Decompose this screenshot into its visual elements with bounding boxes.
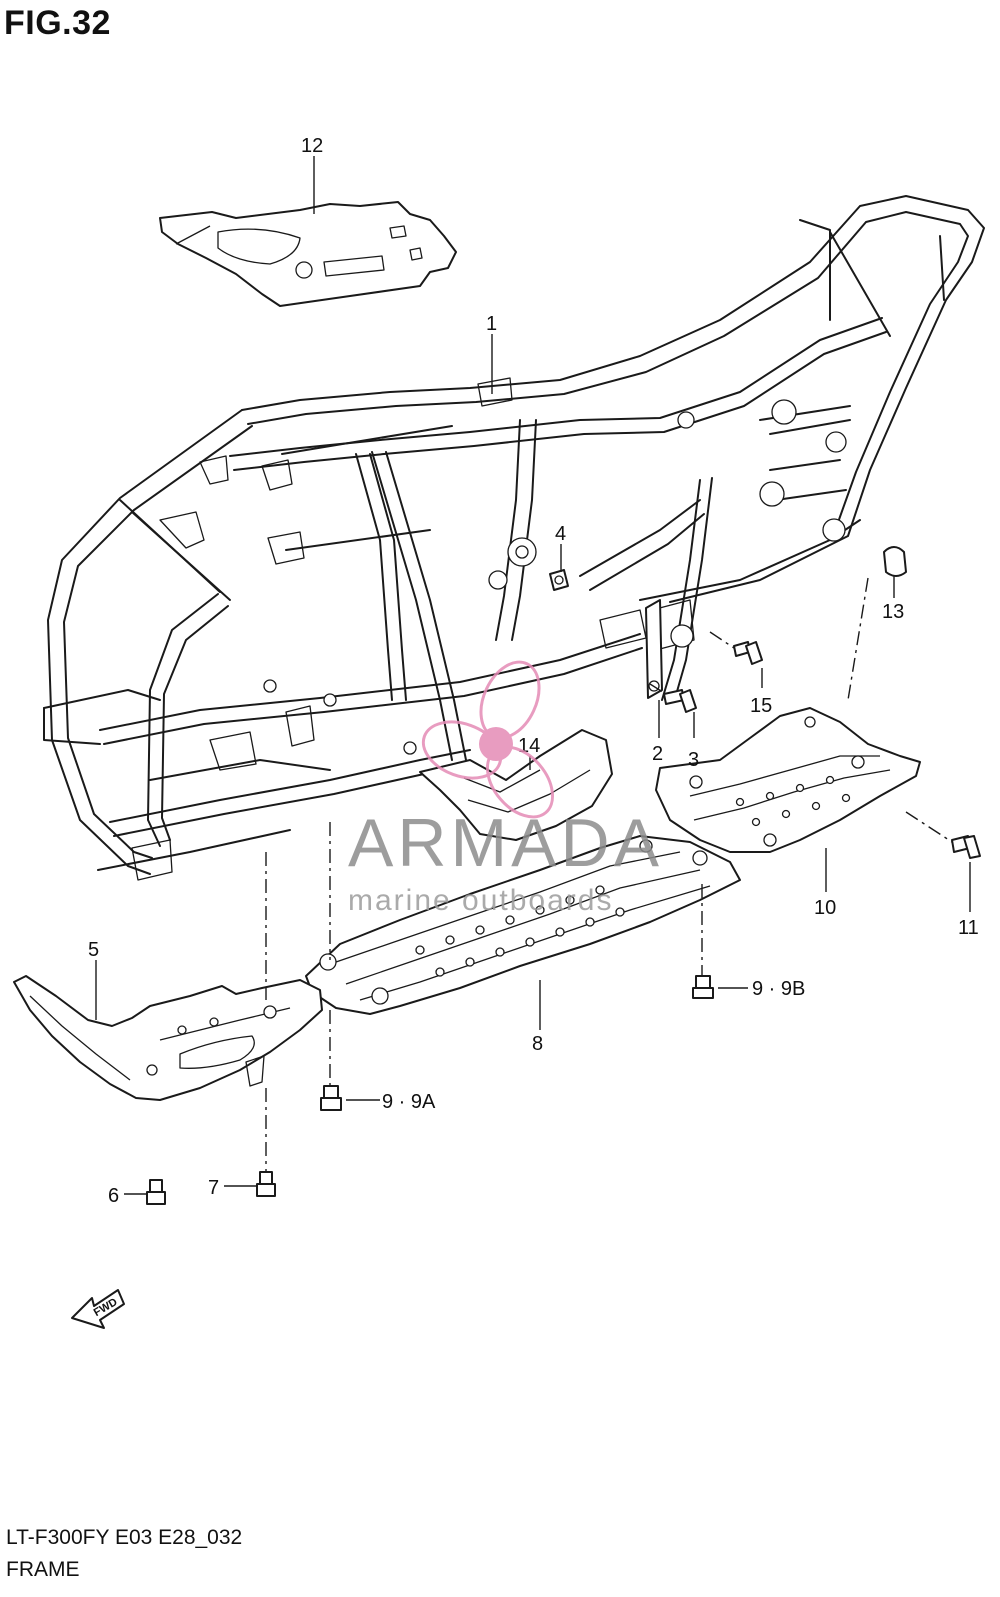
part-5-front-skid-plate[interactable] [13,975,323,1101]
part-7-bolt[interactable] [256,1171,276,1197]
callout-12: 12 [301,135,323,157]
part-10-rear-skid-plate[interactable] [655,707,921,853]
watermark-tagline: marine outboards [348,884,613,917]
callout-4: 4 [555,523,566,545]
part-8-center-skid-plate[interactable] [305,835,741,1015]
callout-10: 10 [814,897,836,919]
watermark-brand: ARMADA [348,805,663,881]
assembly-lines [265,577,953,1172]
fwd-direction-arrow: FWD [71,1289,125,1329]
part-9-bolt-9b[interactable] [692,975,714,999]
part-14-guard[interactable] [419,729,613,841]
model-code: LT-F300FY E03 E28_032 [6,1526,243,1549]
callout-13: 13 [882,601,904,623]
part-3-bolt[interactable] [663,689,697,713]
part-15-bolt[interactable] [733,641,763,665]
callout-9-9a: 9 · 9A [382,1091,436,1113]
part-4-nut[interactable] [549,569,569,591]
part-9-bolt-9a[interactable] [320,1085,342,1111]
section-title: FRAME [6,1558,80,1581]
callout-1: 1 [486,313,497,335]
part-6-bolt[interactable] [146,1179,166,1205]
callout-6: 6 [108,1185,119,1207]
callout-15: 15 [750,695,772,717]
armada-watermark: ARMADA marine outboards [348,660,663,917]
figure-title: FIG.32 [4,4,111,42]
callout-2: 2 [652,743,663,765]
part-13-bushing[interactable] [883,546,907,577]
callout-3: 3 [688,749,699,771]
part-11-bolt[interactable] [951,835,981,859]
part-1-main-frame[interactable] [43,195,985,881]
callout-9-9b: 9 · 9B [752,978,805,1000]
part-12-upper-cover[interactable] [159,201,457,307]
callout-8: 8 [532,1033,543,1055]
callout-labels: 12 1 4 13 15 2 3 14 10 11 9 · 9B 8 5 9 ·… [88,135,979,1207]
leader-lines [95,156,971,1195]
callout-11: 11 [958,917,979,939]
callout-7: 7 [208,1177,219,1199]
propeller-logo-icon [421,660,555,819]
part-2-bracket[interactable] [645,599,663,699]
callout-5: 5 [88,939,99,961]
